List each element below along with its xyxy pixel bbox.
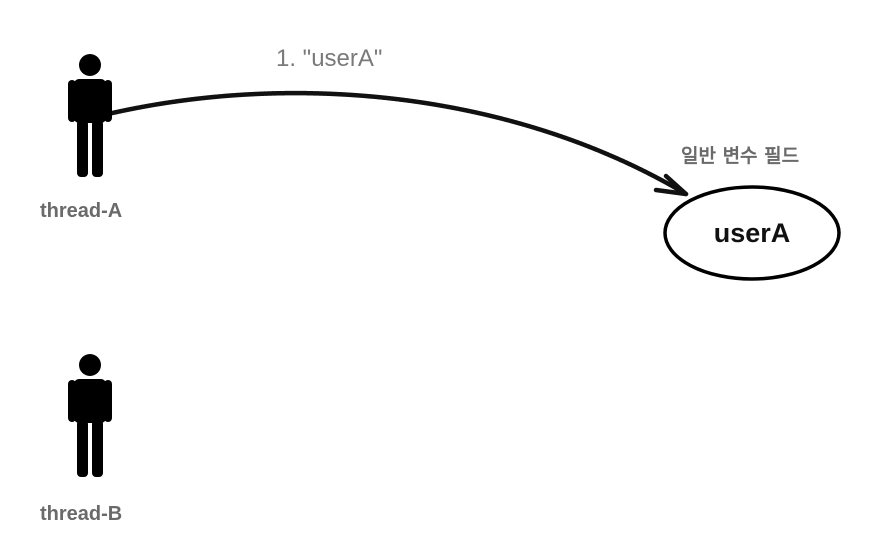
thread-b-label: thread-B (40, 503, 123, 525)
thread-a-person-icon (66, 54, 114, 178)
assignment-label: 1. "userA" (276, 45, 383, 72)
field-label: 일반 변수 필드 (681, 145, 800, 167)
arrow-head-icon (653, 173, 689, 197)
field-value: userA (713, 217, 791, 248)
assignment-arrow (105, 90, 689, 197)
thread-a-label: thread-A (40, 200, 123, 222)
field-ellipse (663, 185, 841, 281)
thread-b-person-icon (66, 354, 114, 478)
